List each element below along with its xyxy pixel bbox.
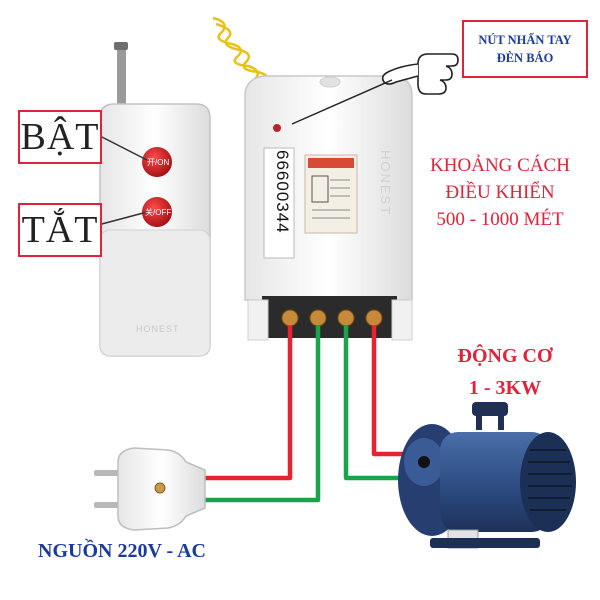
red-wire-power xyxy=(205,326,293,481)
manual-button-note: NÚT NHẤN TAY ĐÈN BÁO xyxy=(462,20,588,78)
remote-control: HONEST xyxy=(99,42,211,357)
motor-text: ĐỘNG CƠ 1 - 3KW xyxy=(430,340,580,404)
on-pointer-line xyxy=(97,134,148,161)
on-label-box: BẬT xyxy=(18,110,102,164)
pump-motor xyxy=(398,402,576,549)
power-label: NGUỒN 220V - AC xyxy=(38,540,206,562)
green-wire-power xyxy=(205,326,321,503)
remote-on-button[interactable] xyxy=(142,147,172,177)
indicator-led xyxy=(273,124,281,132)
receiver-box xyxy=(244,75,413,341)
on-button-text: 开/ON xyxy=(147,158,170,167)
power-plug xyxy=(94,447,206,531)
off-label-box: TẮT xyxy=(18,203,102,257)
distance-line-1: KHOẢNG CÁCH xyxy=(430,155,570,176)
remote-antenna xyxy=(117,45,126,110)
on-label: BẬT xyxy=(20,116,100,158)
off-button-text: 关/OFF xyxy=(145,208,172,217)
serial-number: 66600344 xyxy=(273,150,292,234)
off-label: TẮT xyxy=(21,209,99,251)
remote-off-button[interactable] xyxy=(142,197,172,227)
pointer-arrow xyxy=(291,79,393,125)
receiver-brand: HONEST xyxy=(378,150,393,217)
distance-text: KHOẢNG CÁCH ĐIỀU KHIỂN 500 - 1000 MÉT xyxy=(405,152,595,233)
distance-line-3: 500 - 1000 MÉT xyxy=(436,209,564,230)
hand-pointer-icon xyxy=(381,53,459,95)
motor-line-1: ĐỘNG CƠ xyxy=(457,345,553,367)
off-pointer-line xyxy=(97,211,148,226)
motor-line-2: 1 - 3KW xyxy=(468,377,542,399)
distance-line-2: ĐIỀU KHIỂN xyxy=(445,182,555,203)
note-line-2: ĐÈN BÁO xyxy=(496,51,554,65)
svg-text:HONEST: HONEST xyxy=(136,324,180,334)
note-line-1: NÚT NHẤN TAY xyxy=(478,33,572,47)
serial-sticker xyxy=(263,147,295,259)
